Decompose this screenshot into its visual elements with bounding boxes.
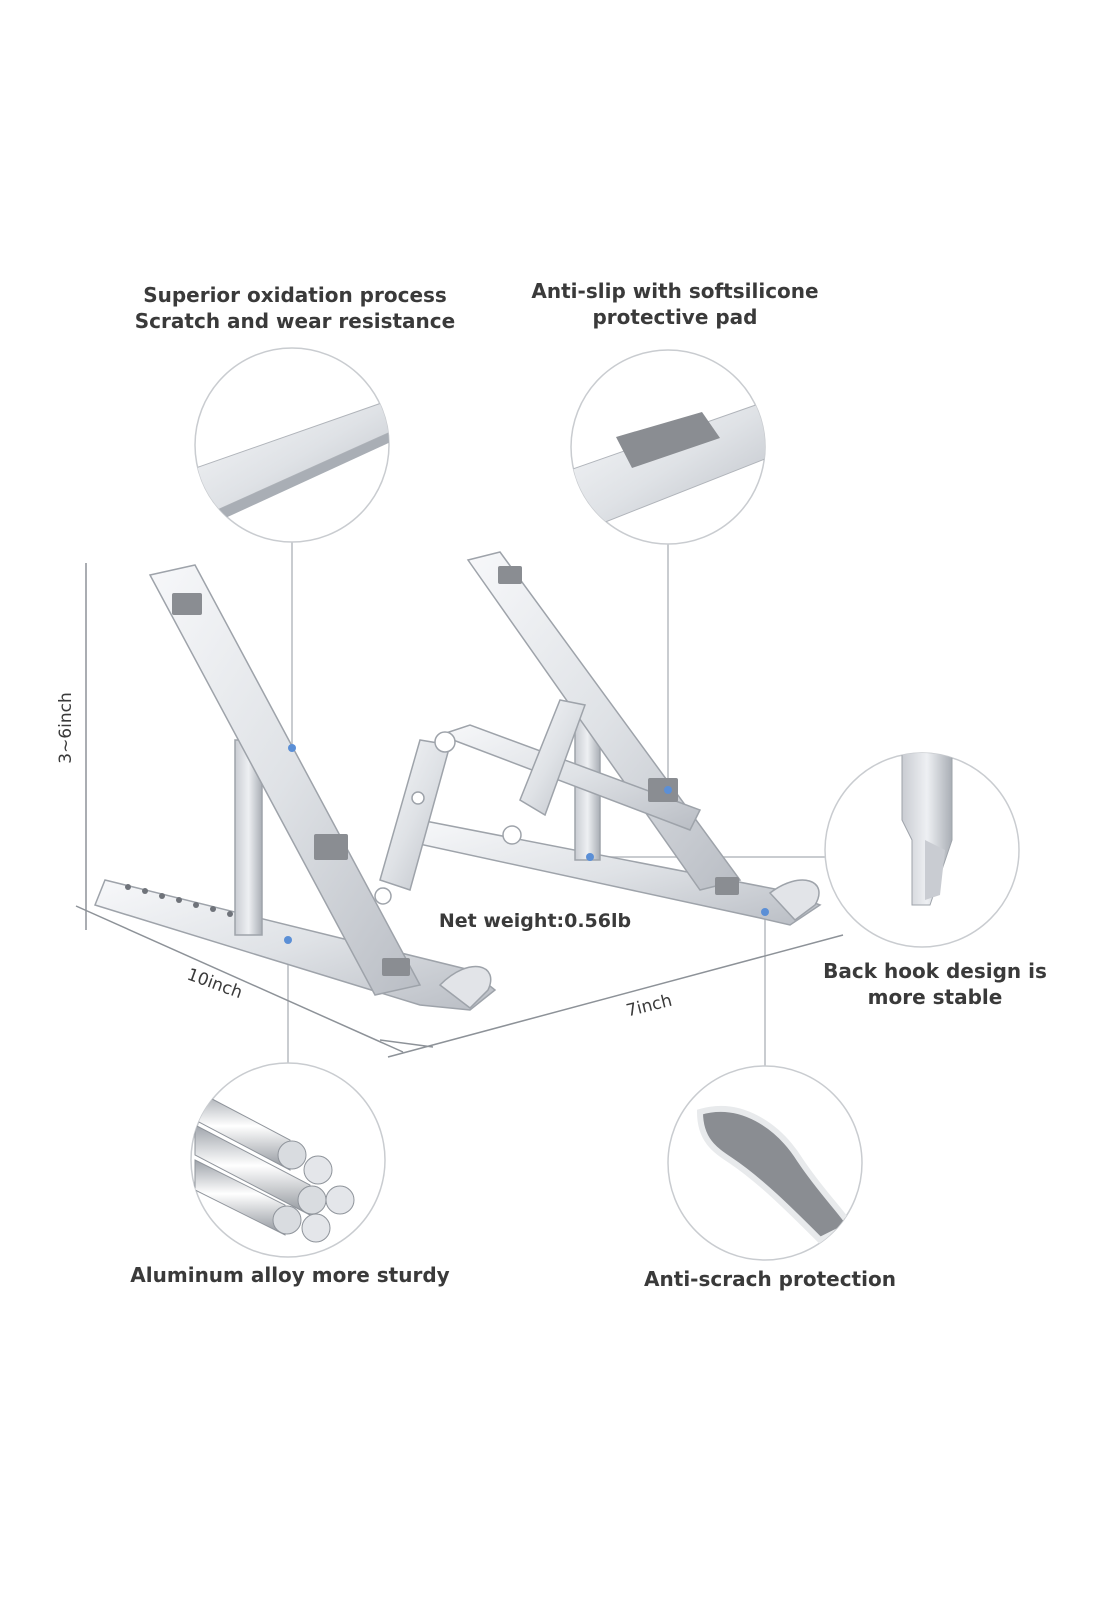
- silicone-pads: [172, 566, 739, 976]
- aluminum-label-text: Aluminum alloy more sturdy: [130, 1263, 450, 1287]
- backhook-label: Back hook design is more stable: [815, 958, 1055, 1010]
- backhook-label-line2: more stable: [867, 985, 1003, 1009]
- oxidation-label-line1: Superior oxidation process: [143, 283, 447, 307]
- backhook-label-line1: Back hook design is: [823, 959, 1047, 983]
- antiscratch-detail-circle: [667, 1065, 863, 1261]
- oxidation-detail-circle: [194, 347, 390, 543]
- antislip-detail-circle: [570, 349, 766, 545]
- oxidation-label: Superior oxidation process Scratch and w…: [130, 282, 460, 334]
- antislip-label-line1: Anti-slip with softsilicone: [531, 279, 819, 303]
- antiscratch-label-text: Anti-scrach protection: [644, 1267, 896, 1291]
- antiscratch-label: Anti-scrach protection: [630, 1266, 910, 1292]
- callout-dots: [284, 744, 769, 944]
- aluminum-label: Aluminum alloy more sturdy: [120, 1262, 460, 1288]
- dimension-lines: [75, 563, 844, 1058]
- oxidation-label-line2: Scratch and wear resistance: [134, 309, 456, 333]
- pivot-joints: [374, 731, 522, 905]
- aluminum-detail-circle: [190, 1062, 386, 1258]
- vent-holes: [125, 884, 233, 917]
- net-weight-label: Net weight:0.56lb: [438, 910, 632, 932]
- backhook-detail-circle: [824, 752, 1020, 948]
- antislip-label-line2: protective pad: [592, 305, 758, 329]
- laptop-stand: [94, 551, 822, 1011]
- antislip-label: Anti-slip with softsilicone protective p…: [525, 278, 825, 330]
